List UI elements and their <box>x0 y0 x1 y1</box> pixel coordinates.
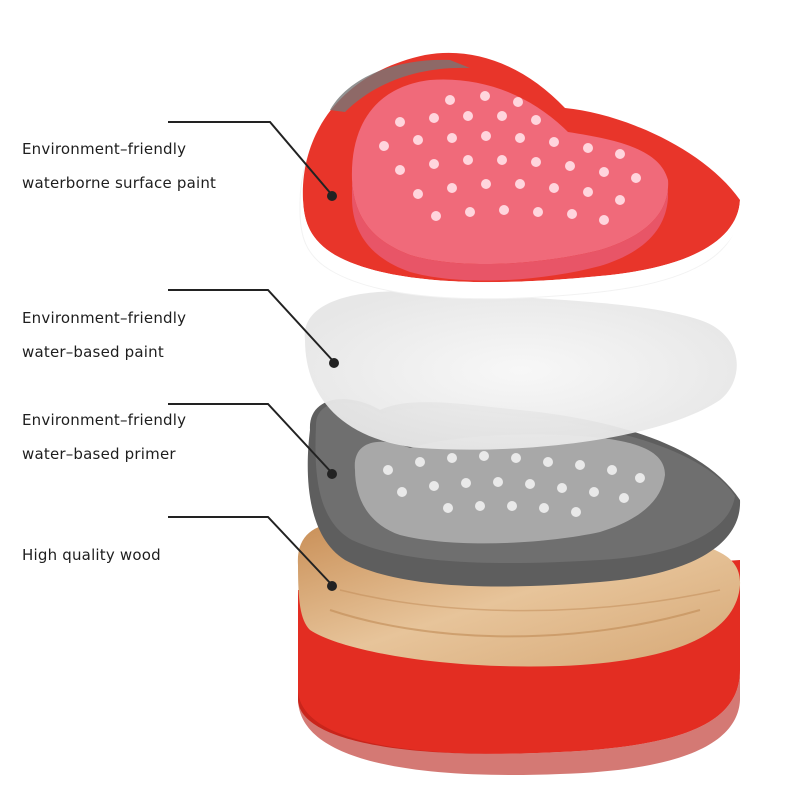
layer-label-wood: High quality wood <box>22 538 161 572</box>
layer-label-line1: High quality wood <box>22 546 161 564</box>
surface-paint-layer <box>299 52 740 300</box>
leader-dots <box>327 191 339 591</box>
pink-inner-side <box>352 180 669 281</box>
leader-dot-3 <box>327 469 337 479</box>
leader-line-3 <box>168 403 333 474</box>
grey-tab <box>330 59 470 112</box>
layer-label-line2: waterborne surface paint <box>22 174 217 192</box>
layer-label-primer: Environment–friendly water–based primer <box>22 403 186 471</box>
paint-layer <box>304 291 737 450</box>
primer-inner <box>354 434 665 544</box>
primer-dots <box>383 451 645 517</box>
layer-label-surface-paint: Environment–friendly waterborne surface … <box>22 132 216 200</box>
leader-line-1 <box>168 121 333 196</box>
layer-label-line1: Environment–friendly <box>22 309 187 327</box>
layer-label-paint: Environment–friendly water–based paint <box>22 301 186 369</box>
leader-dot-4 <box>327 581 337 591</box>
wood-side-shadow <box>298 670 740 776</box>
leader-line-2 <box>168 289 335 363</box>
leader-lines <box>168 121 335 586</box>
pink-inner <box>351 79 669 265</box>
layer-label-line2: water–based paint <box>22 343 164 361</box>
layer-label-line1: Environment–friendly <box>22 140 187 158</box>
pink-dots <box>379 91 641 225</box>
leader-line-4 <box>168 516 333 586</box>
leader-dot-2 <box>329 358 339 368</box>
leader-dot-1 <box>327 191 337 201</box>
layer-label-line2: water–based primer <box>22 445 176 463</box>
layer-label-line1: Environment–friendly <box>22 411 187 429</box>
